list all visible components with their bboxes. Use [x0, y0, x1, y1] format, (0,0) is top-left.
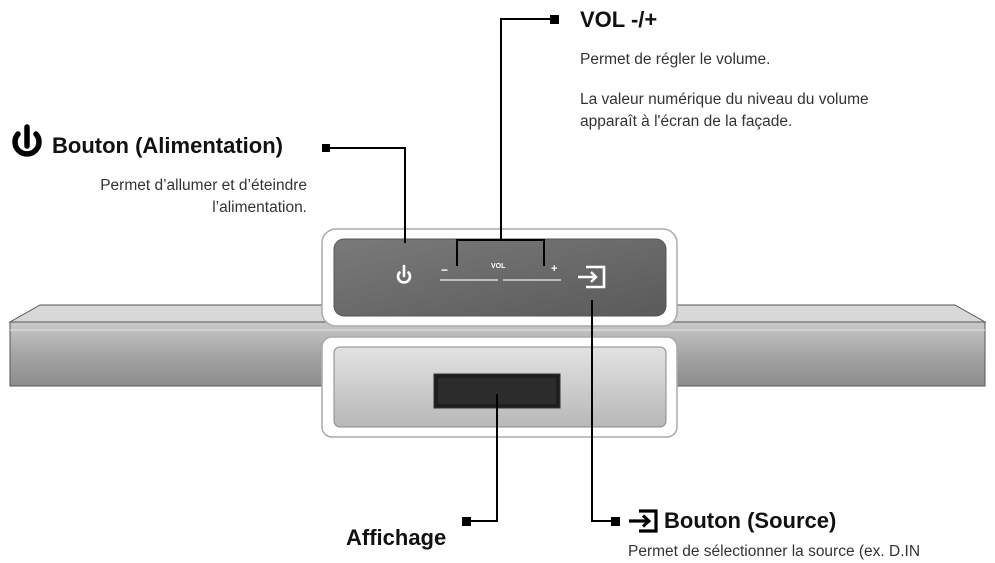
panel-power-icon[interactable] — [396, 264, 412, 284]
source-title: Bouton (Source) — [664, 508, 837, 533]
callout-lines — [330, 18, 611, 522]
power-icon — [12, 124, 42, 157]
vol-title: VOL -/+ — [580, 7, 658, 32]
power-description-line2: l’alimentation. — [212, 199, 307, 216]
vol-description-2-line2: apparaît à l'écran de la façade. — [580, 113, 793, 130]
power-description-line1: Permet d’allumer et d’éteindre — [100, 177, 307, 194]
source-input-icon — [629, 509, 658, 533]
front-display-housing — [321, 336, 678, 438]
panel-minus-label: − — [441, 263, 449, 277]
soundbar-diagram — [8, 15, 987, 533]
panel-source-icon[interactable] — [578, 265, 606, 289]
panel-vol-label: VOL — [491, 263, 506, 270]
display-title: Affichage — [346, 525, 447, 550]
vol-description-2-line1: La valeur numérique du niveau du volume — [580, 91, 869, 108]
vol-description-1: Permet de régler le volume. — [580, 51, 771, 68]
vol-description-2: La valeur numérique du niveau du volume … — [580, 89, 869, 133]
top-control-panel — [321, 228, 678, 327]
power-title: Bouton (Alimentation) — [52, 133, 283, 158]
source-description: Permet de sélectionner la source (ex. D.… — [628, 543, 921, 560]
callout-markers — [322, 15, 620, 526]
power-description: Permet d’allumer et d’éteindre l’aliment… — [100, 175, 307, 219]
panel-plus-label: + — [551, 263, 558, 275]
